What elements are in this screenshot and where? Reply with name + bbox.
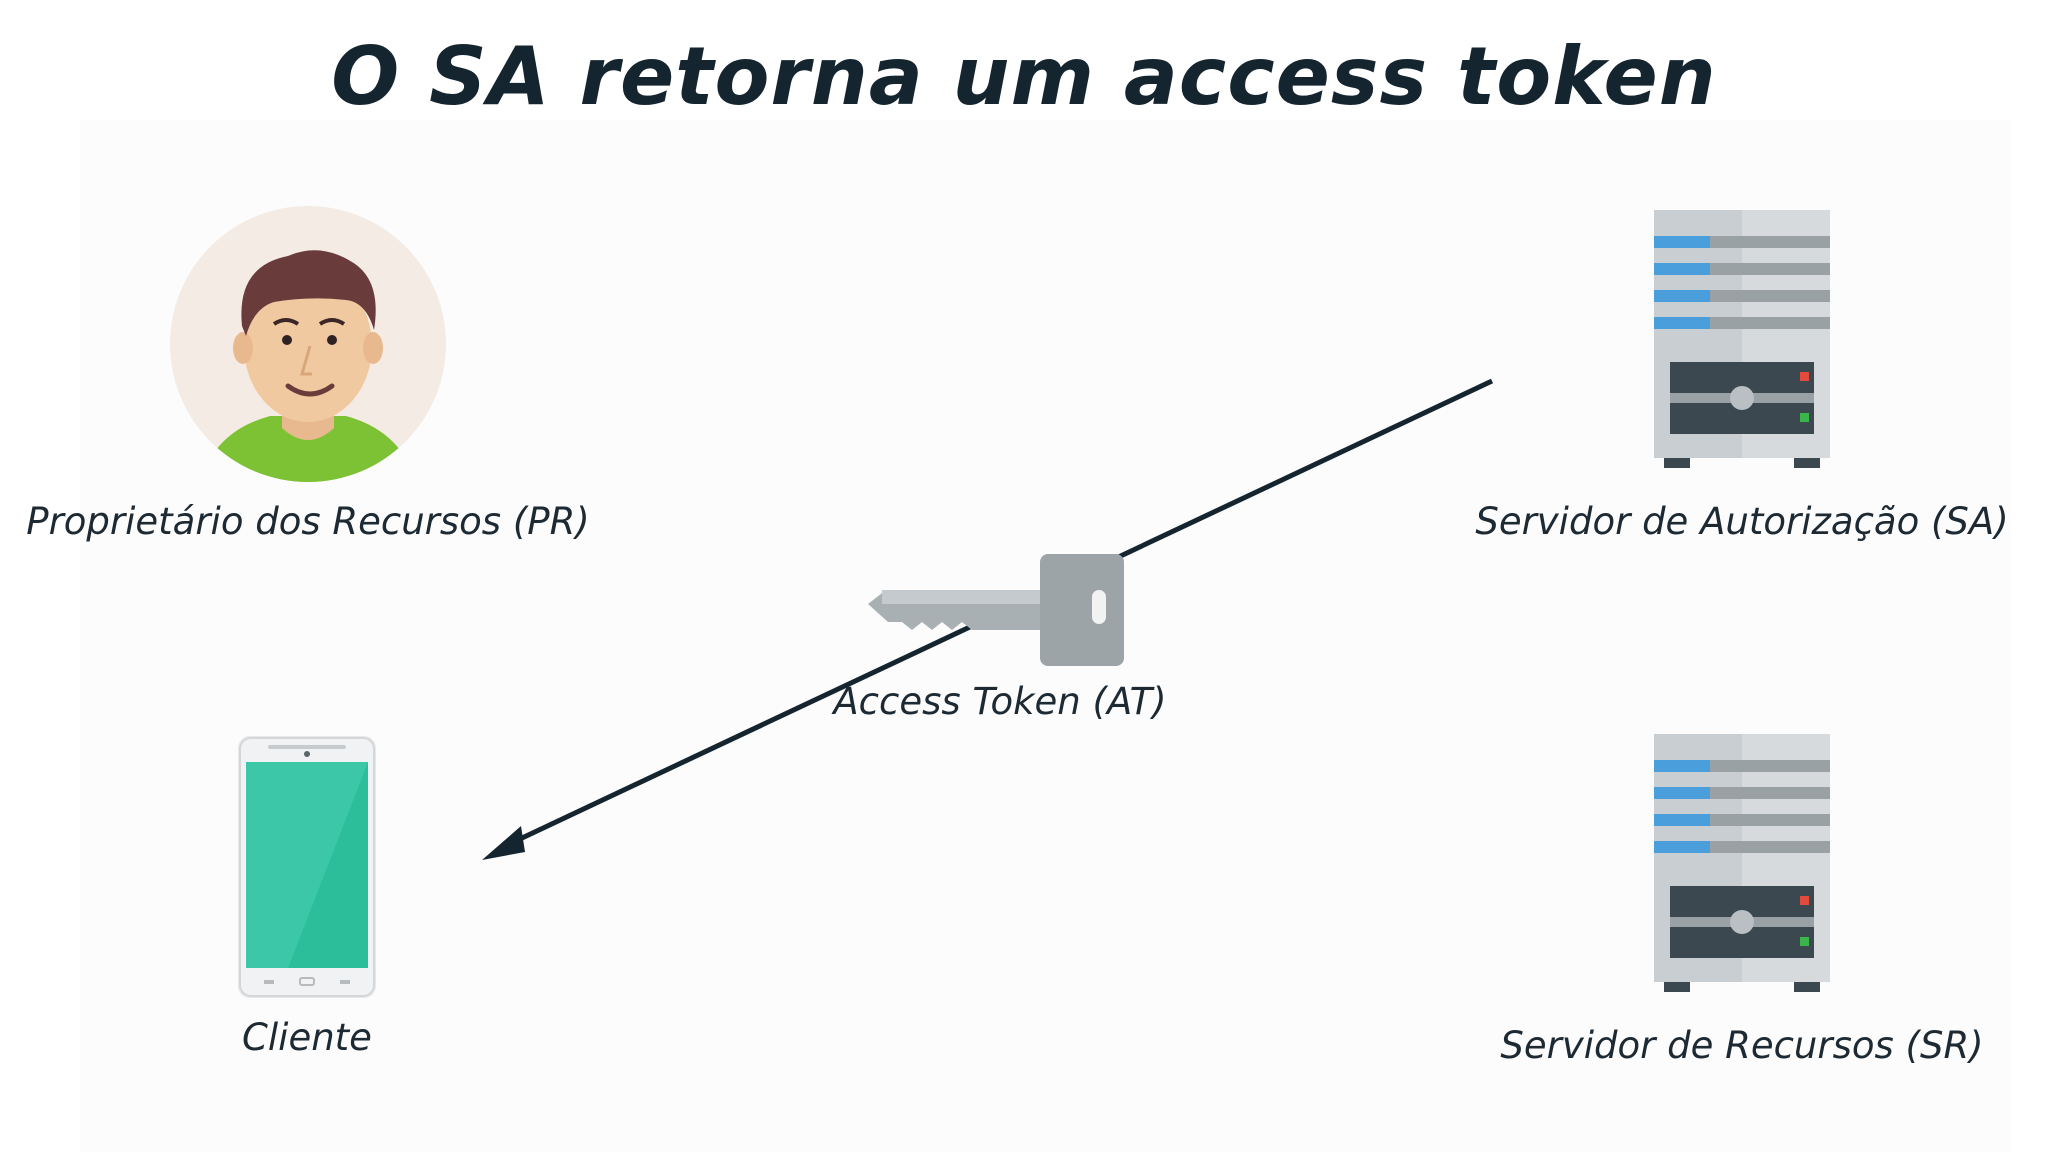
resource-owner-label: Proprietário dos Recursos (PR) <box>26 500 590 543</box>
key-icon <box>868 554 1124 666</box>
resource-server-label: Servidor de Recursos (SR) <box>1500 1024 1984 1067</box>
access-token-label: Access Token (AT) <box>833 680 1167 723</box>
client-node <box>238 736 376 998</box>
authorization-server-node <box>1654 210 1830 470</box>
page-title: O SA retorna um access token <box>331 30 1717 123</box>
resource-owner-node <box>170 206 446 482</box>
access-token-node <box>868 552 1130 668</box>
client-label: Cliente <box>242 1016 372 1059</box>
server-icon <box>1654 734 1830 992</box>
smartphone-icon <box>238 736 376 998</box>
server-icon <box>1654 210 1830 468</box>
user-avatar-icon <box>170 206 446 482</box>
resource-server-node <box>1654 734 1830 994</box>
authorization-server-label: Servidor de Autorização (SA) <box>1475 500 2009 543</box>
